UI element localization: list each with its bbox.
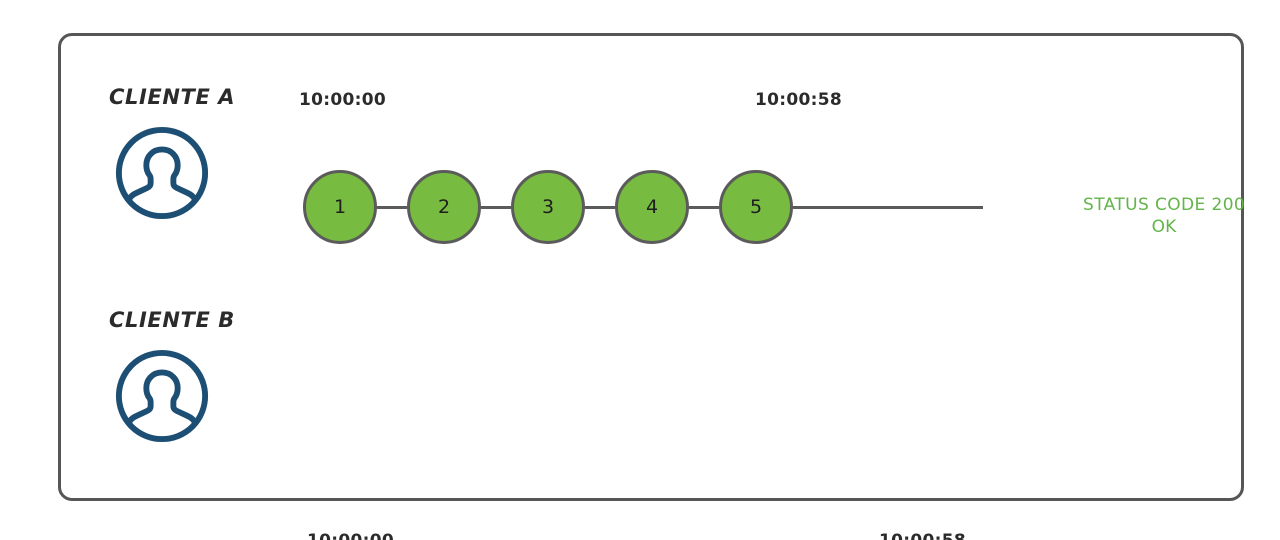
timestamp-end-a: 10:00:58 — [755, 90, 842, 110]
chain-connector — [377, 205, 407, 209]
timestamp-start-b: 10:00:00 — [307, 531, 394, 540]
request-node[interactable]: 4 — [615, 170, 689, 244]
timestamp-end-b: 10:00:58 — [879, 531, 966, 540]
client-label-a: CLIENTE A — [109, 85, 236, 109]
chain-tail-connector — [793, 205, 983, 209]
request-node[interactable]: 3 — [511, 170, 585, 244]
chain-connector — [481, 205, 511, 209]
status-message-text: OK — [1151, 216, 1177, 237]
status-code-text: STATUS CODE 200 — [1083, 195, 1246, 215]
user-avatar-icon — [113, 124, 211, 222]
status-badge-a: STATUS CODE 200 OK — [1083, 195, 1245, 239]
client-label-b: CLIENTE B — [109, 308, 235, 332]
diagram-frame: CLIENTE A 10:00:00 10:00:58 1 2 3 4 5 — [58, 33, 1245, 540]
timestamp-start-a: 10:00:00 — [299, 90, 386, 110]
chain-connector — [689, 205, 719, 209]
chain-connector — [585, 205, 615, 209]
request-chain-a: 1 2 3 4 5 — [303, 170, 983, 244]
request-node[interactable]: 1 — [303, 170, 377, 244]
user-avatar-icon — [113, 347, 211, 445]
request-node[interactable]: 2 — [407, 170, 481, 244]
request-node[interactable]: 5 — [719, 170, 793, 244]
